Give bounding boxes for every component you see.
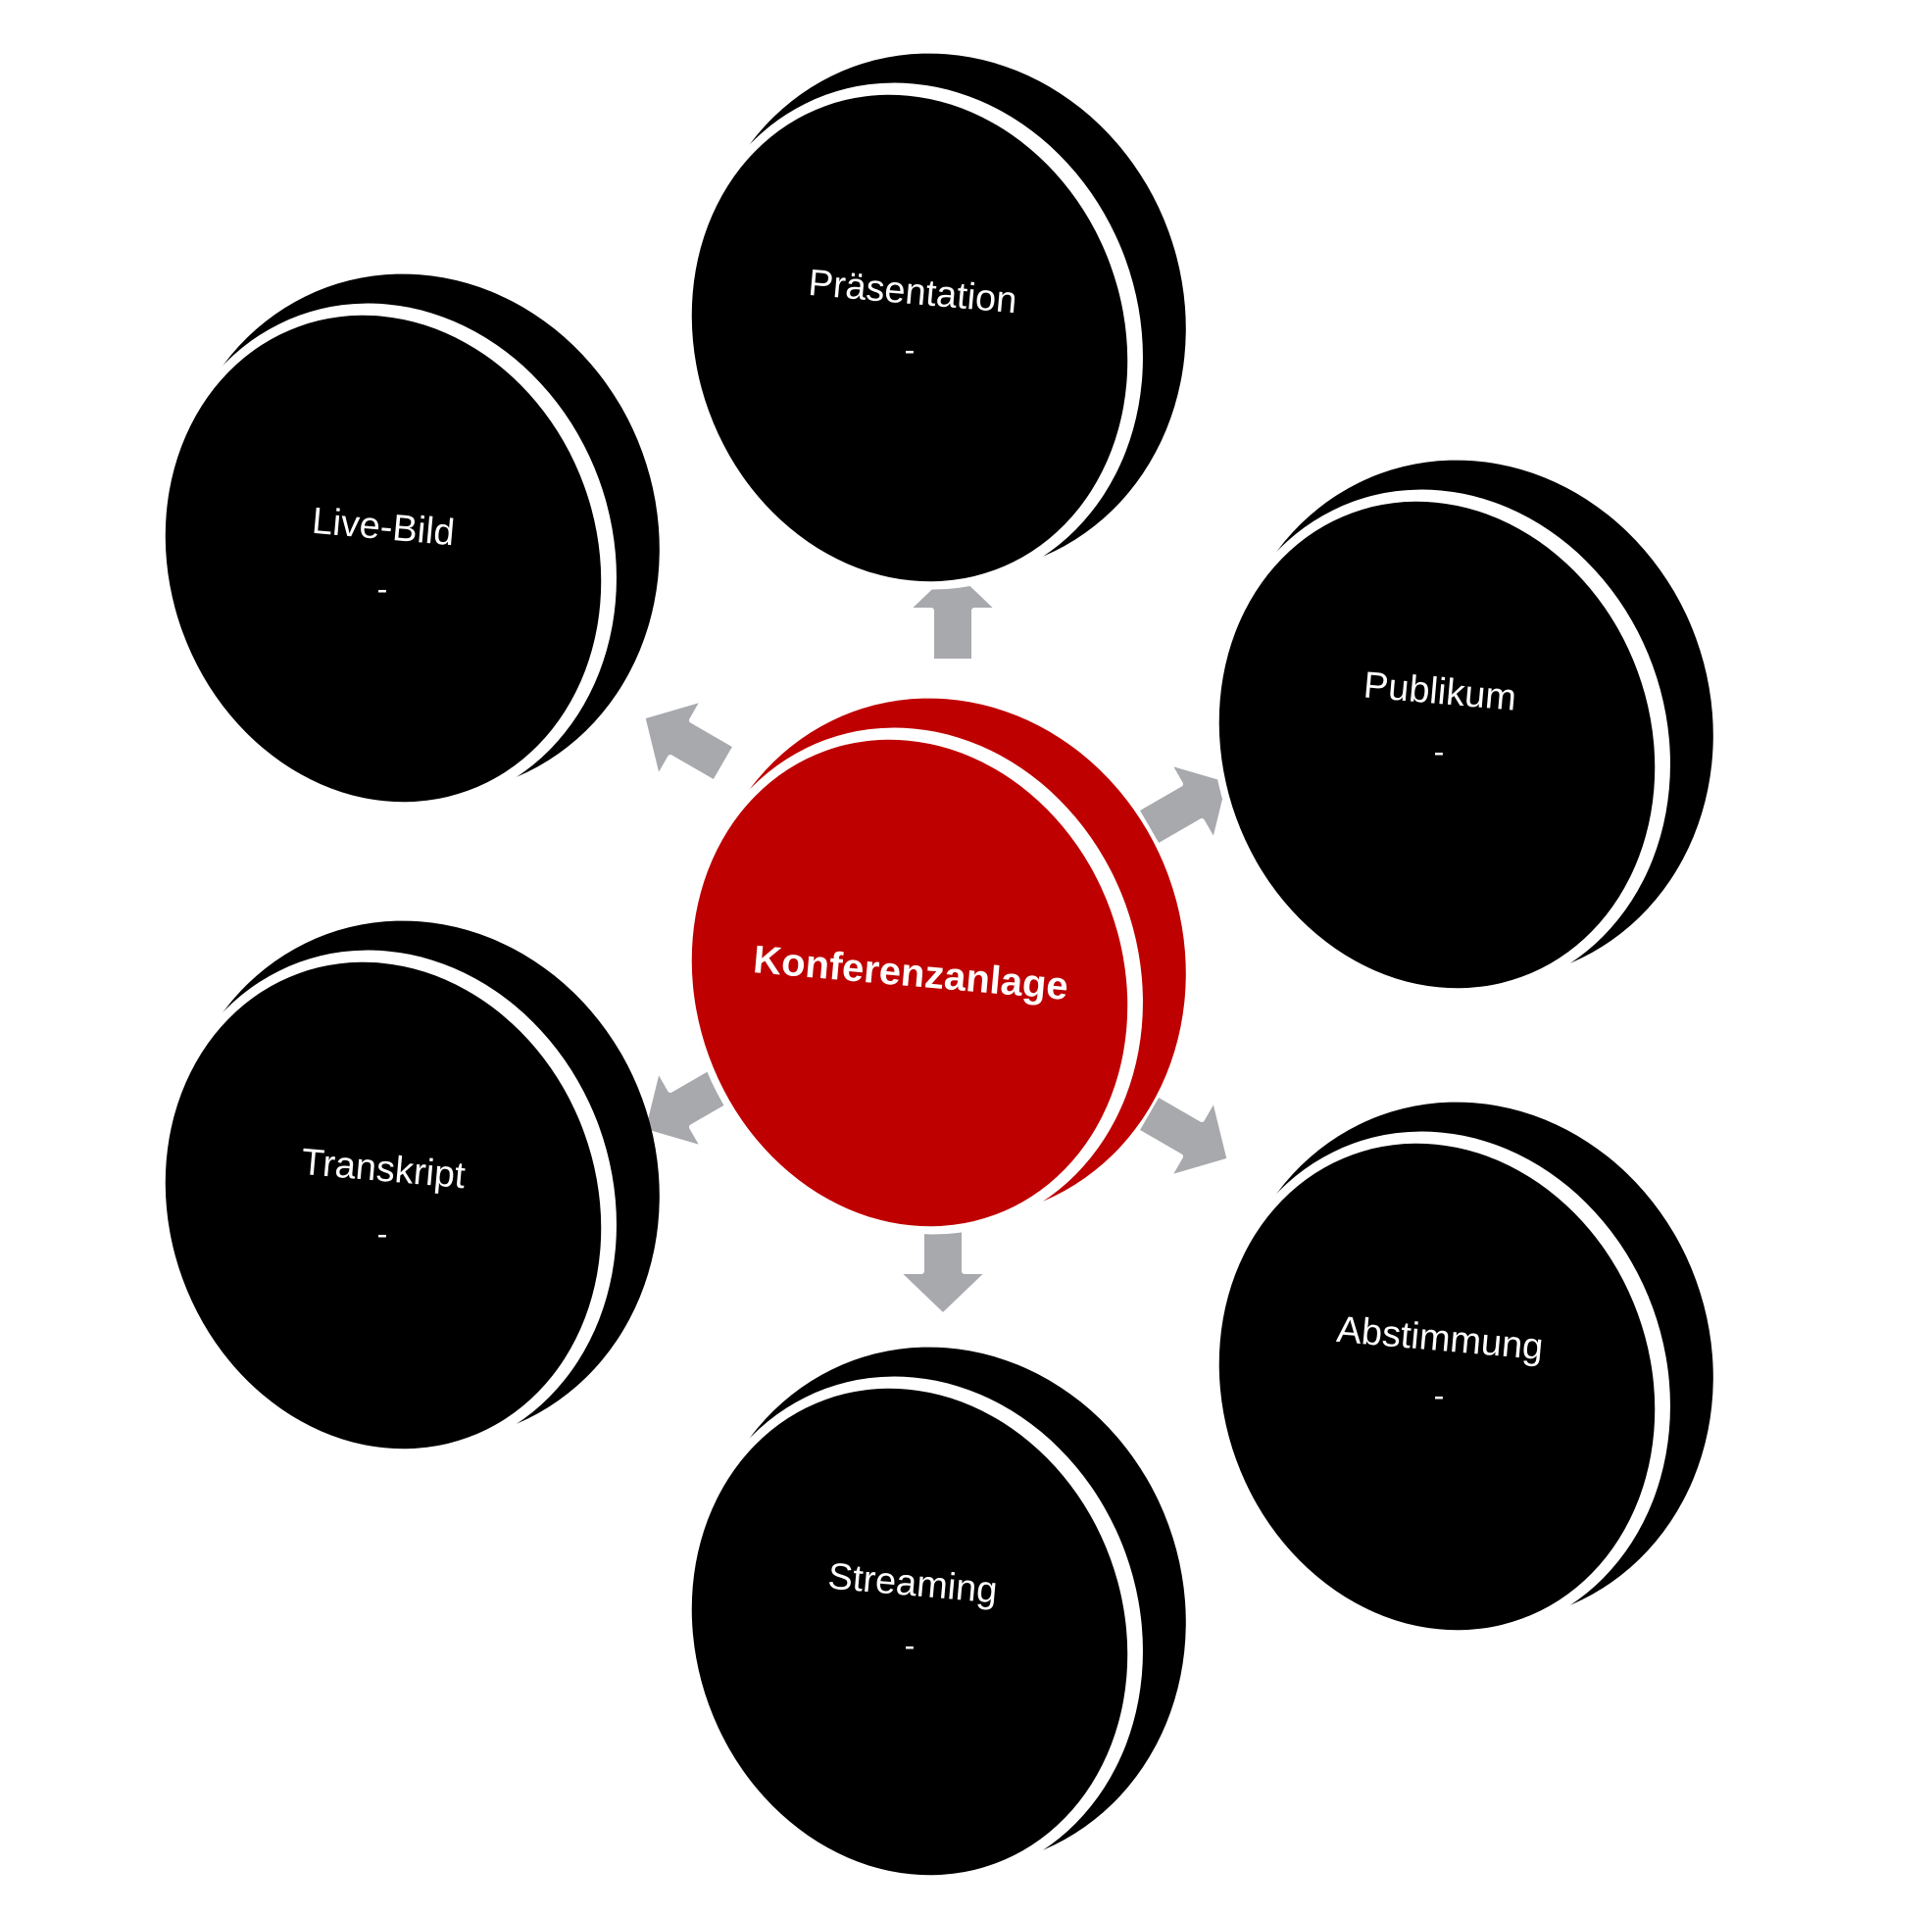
node-praesentation: Präsentation - [684, 53, 1186, 590]
center-node: Konferenzanlage [684, 698, 1186, 1235]
arrow-to-praesentation [903, 563, 1003, 672]
node-streaming-sub: - [905, 1628, 916, 1663]
arrow-to-abstimmung [1133, 1090, 1233, 1182]
arrow-to-live-bild [639, 695, 739, 787]
node-streaming: Streaming - [684, 1347, 1186, 1884]
node-transkript-sub: - [377, 1216, 388, 1252]
node-praesentation-sub: - [905, 332, 916, 368]
arrow-to-streaming [893, 1217, 993, 1319]
node-transkript: Transkript - [158, 920, 660, 1457]
node-publikum: Publikum - [1212, 460, 1713, 997]
arrow-to-publikum [1133, 759, 1233, 851]
node-abstimmung-sub: - [1434, 1378, 1445, 1413]
node-publikum-sub: - [1434, 734, 1445, 769]
node-live-bild: Live-Bild - [158, 273, 660, 811]
node-abstimmung: Abstimmung - [1212, 1102, 1713, 1639]
node-live-bild-sub: - [377, 571, 388, 607]
